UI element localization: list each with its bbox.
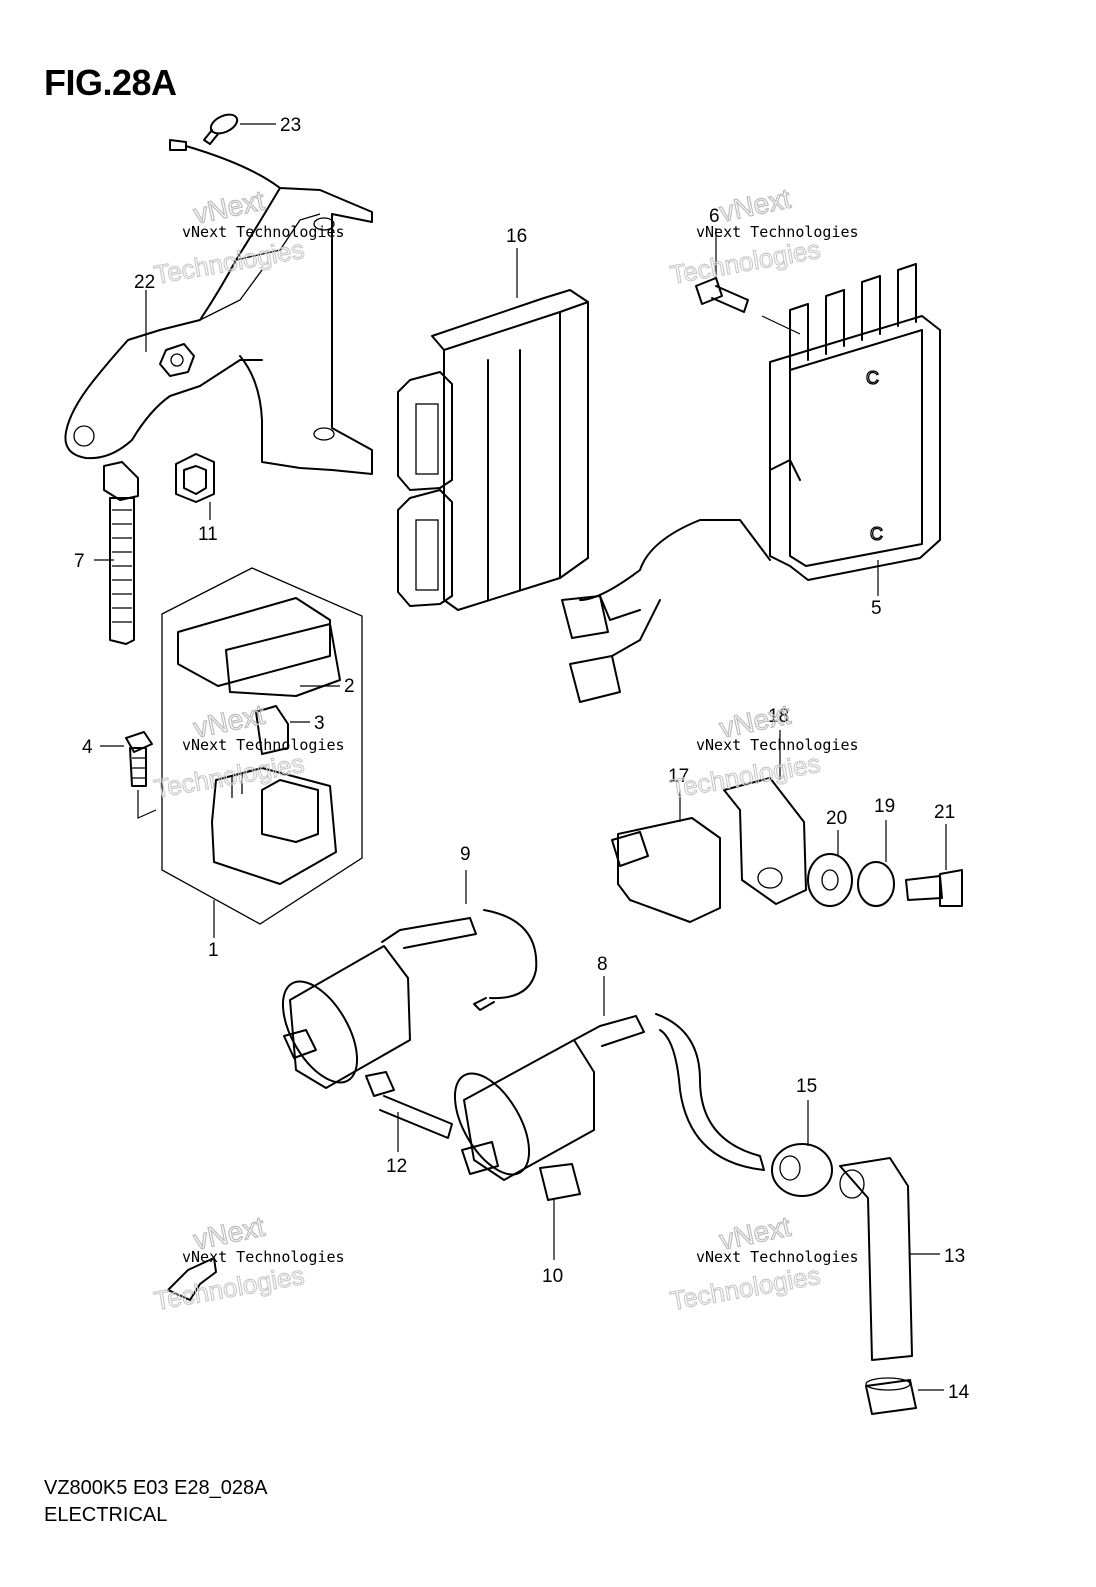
callout-12: 12 [386, 1156, 407, 1177]
model-code: VZ800K5 E03 E28_028A [44, 1477, 268, 1499]
part-17-relay [611, 790, 721, 923]
part-12-bolt [365, 1071, 453, 1152]
part-21-bolt [905, 824, 963, 907]
callout-18: 18 [768, 706, 789, 727]
svg-text:vNext Technologies: vNext Technologies [182, 223, 345, 241]
part-8-ignition-coil [453, 976, 765, 1181]
svg-text:C: C [870, 524, 883, 544]
callout-19: 19 [874, 796, 895, 817]
svg-text:vNext Technologies: vNext Technologies [696, 736, 859, 754]
callout-20: 20 [826, 808, 847, 829]
part-23-screw [203, 113, 276, 145]
part-6-bolt [695, 228, 801, 335]
callout-7: 7 [74, 551, 85, 572]
svg-text:C: C [866, 368, 879, 388]
part-19-washer [857, 820, 895, 907]
svg-text:Technologies: Technologies [668, 1260, 823, 1316]
part-16-ecm [397, 248, 589, 611]
svg-text:vNext Technologies: vNext Technologies [182, 736, 345, 754]
part-5-regulator: C C [561, 263, 941, 703]
svg-text:vNext Technologies: vNext Technologies [696, 1248, 859, 1266]
part-1-starter-relay [161, 567, 363, 938]
part-13-plug-cap [839, 1157, 940, 1361]
callout-11: 11 [198, 524, 218, 545]
figure-title: FIG.28A [44, 62, 177, 103]
part-20-spacer [807, 830, 853, 907]
callout-14: 14 [948, 1382, 970, 1403]
svg-text:Technologies: Technologies [152, 234, 307, 290]
callout-22: 22 [134, 272, 155, 293]
callout-10: 10 [542, 1266, 563, 1287]
callout-8: 8 [597, 954, 608, 975]
svg-text:vNext Technologies: vNext Technologies [696, 223, 859, 241]
callout-3: 3 [314, 713, 325, 734]
svg-text:Technologies: Technologies [668, 748, 823, 804]
callout-15: 15 [796, 1076, 817, 1097]
part-7-cable-tie [94, 461, 139, 645]
callout-23: 23 [280, 115, 301, 136]
part-11-clip [175, 453, 215, 520]
part-18-bracket [723, 730, 807, 905]
part-15-grommet [771, 1100, 833, 1197]
watermark-2: vNext vNext Technologies Technologies [667, 182, 859, 290]
callout-17: 17 [668, 766, 689, 787]
svg-text:vNext: vNext [717, 183, 794, 228]
callout-2: 2 [344, 676, 355, 697]
callout-9: 9 [460, 844, 471, 865]
callout-1: 1 [208, 940, 219, 961]
callout-6: 6 [709, 206, 720, 227]
part-4-bolt [100, 731, 157, 819]
callout-13: 13 [944, 1246, 965, 1267]
callout-21: 21 [934, 802, 955, 823]
callout-16: 16 [506, 226, 527, 247]
part-22-bracket [64, 139, 373, 475]
svg-text:Technologies: Technologies [668, 234, 823, 290]
part-10-cap [539, 1163, 581, 1260]
callout-5: 5 [871, 598, 882, 619]
watermark-6: vNext vNext Technologies Technologies [667, 1210, 859, 1316]
watermark-1: vNext vNext Technologies Technologies [151, 184, 345, 290]
callout-4: 4 [82, 737, 93, 758]
svg-text:vNext Technologies: vNext Technologies [182, 1248, 345, 1266]
part-9-ignition-coil [281, 870, 538, 1089]
svg-text:Technologies: Technologies [152, 1260, 307, 1316]
part-14-ring [865, 1377, 944, 1415]
figure-description: ELECTRICAL [44, 1504, 168, 1526]
watermark-4: vNext vNext Technologies Technologies [667, 698, 859, 804]
svg-text:Technologies: Technologies [152, 748, 307, 804]
watermark-5: vNext vNext Technologies Technologies [151, 1210, 345, 1316]
